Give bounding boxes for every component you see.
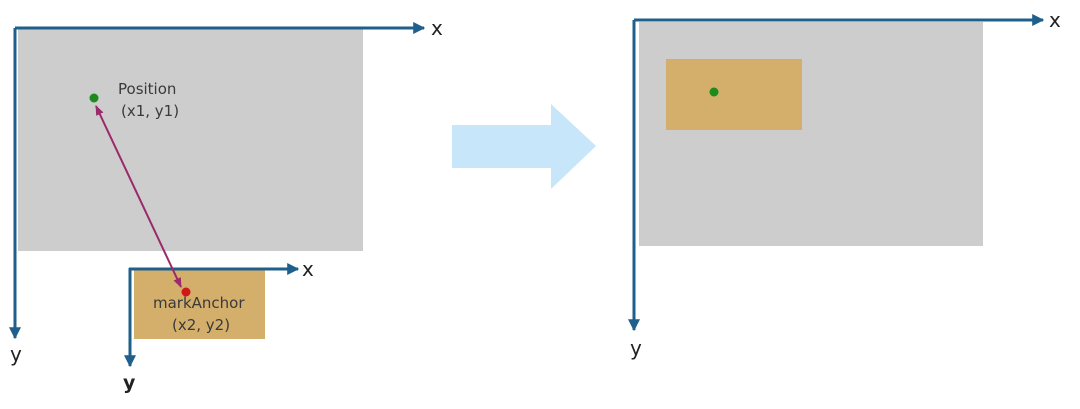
offset-arrow bbox=[95, 105, 182, 288]
right-component-rect bbox=[666, 59, 802, 130]
right-y-axis-label: y bbox=[630, 336, 642, 360]
transition-arrow bbox=[452, 104, 596, 189]
position-label: Position bbox=[118, 80, 176, 98]
anchor-dot bbox=[181, 287, 191, 297]
left-y-axis-label: y bbox=[10, 342, 22, 366]
left-container-rect bbox=[18, 29, 363, 251]
right-container-rect bbox=[639, 22, 983, 246]
left-x-axis-label: x bbox=[431, 16, 443, 40]
right-position-dot bbox=[709, 87, 719, 97]
position-dot bbox=[89, 93, 99, 103]
position-coords: (x1, y1) bbox=[121, 102, 179, 120]
anchor-coords: (x2, y2) bbox=[172, 316, 230, 334]
anchor-label: markAnchor bbox=[153, 294, 245, 312]
right-x-axis-label: x bbox=[1049, 8, 1061, 32]
component-x-axis-label: x bbox=[302, 257, 314, 281]
component-y-axis-label: y bbox=[123, 372, 136, 394]
